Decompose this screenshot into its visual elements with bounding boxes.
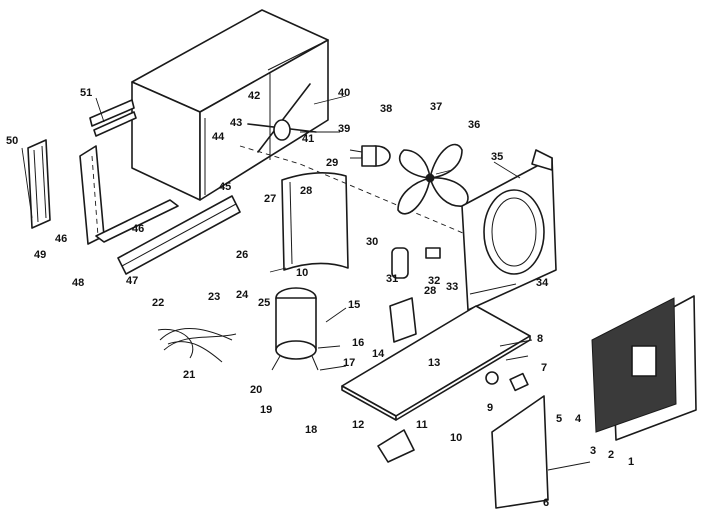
mounting-bracket (377, 429, 415, 463)
callout-10b: 10 (296, 267, 308, 279)
callout-35: 35 (491, 151, 503, 163)
callout-18: 18 (305, 424, 317, 436)
callout-45: 45 (219, 181, 231, 193)
callout-41: 41 (302, 133, 314, 145)
callout-51: 51 (80, 87, 92, 99)
callout-36: 36 (468, 119, 480, 131)
callout-22: 22 (152, 297, 164, 309)
callout-4: 4 (575, 413, 582, 425)
callout-9: 9 (487, 402, 493, 414)
access-panel (491, 372, 549, 509)
fan-shroud (281, 172, 349, 271)
callout-50: 50 (6, 135, 18, 147)
support-bar (247, 83, 317, 153)
callout-13: 13 (428, 357, 440, 369)
capacitor (391, 247, 409, 279)
callout-34: 34 (536, 277, 549, 289)
fan-motor (349, 145, 391, 167)
side-panel-strip (27, 139, 51, 229)
callout-3: 3 (590, 445, 596, 457)
callout-7: 7 (541, 362, 547, 374)
callout-30: 30 (366, 236, 378, 248)
callout-31: 31 (386, 273, 398, 285)
callout-43: 43 (230, 117, 242, 129)
slide-rail (89, 99, 137, 137)
callout-19: 19 (260, 404, 272, 416)
callout-23: 23 (208, 291, 220, 303)
callout-39: 39 (338, 123, 350, 135)
callout-14: 14 (372, 348, 385, 360)
callout-49: 49 (34, 249, 46, 261)
callout-6: 6 (543, 497, 549, 509)
callout-25: 25 (258, 297, 270, 309)
base-pan (341, 305, 531, 421)
cabinet-shell (131, 9, 329, 201)
base-bracket (95, 195, 241, 275)
callout-2: 2 (608, 449, 614, 461)
callout-33: 33 (446, 281, 458, 293)
callout-10a: 10 (450, 432, 462, 444)
fan-blade (397, 143, 469, 215)
relay (425, 247, 441, 259)
callout-26: 26 (236, 249, 248, 261)
callout-40: 40 (338, 87, 350, 99)
callout-28a: 28 (300, 185, 312, 197)
callout-29: 29 (326, 157, 338, 169)
callout-28b: 28 (424, 285, 436, 297)
callout-47: 47 (126, 275, 138, 287)
callout-20: 20 (250, 384, 262, 396)
wire-harness (157, 327, 237, 363)
callout-42: 42 (248, 90, 260, 102)
callout-labels: 1 2 3 4 5 6 7 8 9 10 10 11 12 13 14 15 1… (6, 87, 634, 509)
assembly-centerline (239, 145, 471, 237)
orifice-panel (461, 149, 557, 311)
callout-1: 1 (628, 456, 634, 468)
callout-46a: 46 (55, 233, 67, 245)
front-grille (591, 295, 697, 441)
compressor (271, 287, 319, 371)
control-knob (485, 371, 499, 385)
callout-44: 44 (212, 131, 225, 143)
callout-32: 32 (428, 275, 440, 287)
callout-21: 21 (183, 369, 195, 381)
callout-27: 27 (264, 193, 276, 205)
callout-5: 5 (556, 413, 562, 425)
condenser-coil (79, 145, 105, 245)
callout-17: 17 (343, 357, 355, 369)
callout-46b: 46 (132, 223, 144, 235)
callout-11: 11 (416, 419, 428, 431)
callout-8: 8 (537, 333, 543, 345)
control-bracket (389, 297, 417, 343)
leader-lines (21, 95, 591, 471)
callout-24: 24 (236, 289, 249, 301)
callout-12: 12 (352, 419, 364, 431)
callout-16: 16 (352, 337, 364, 349)
callout-38: 38 (380, 103, 392, 115)
callout-48: 48 (72, 277, 84, 289)
callout-37: 37 (430, 101, 442, 113)
callout-15: 15 (348, 299, 360, 311)
